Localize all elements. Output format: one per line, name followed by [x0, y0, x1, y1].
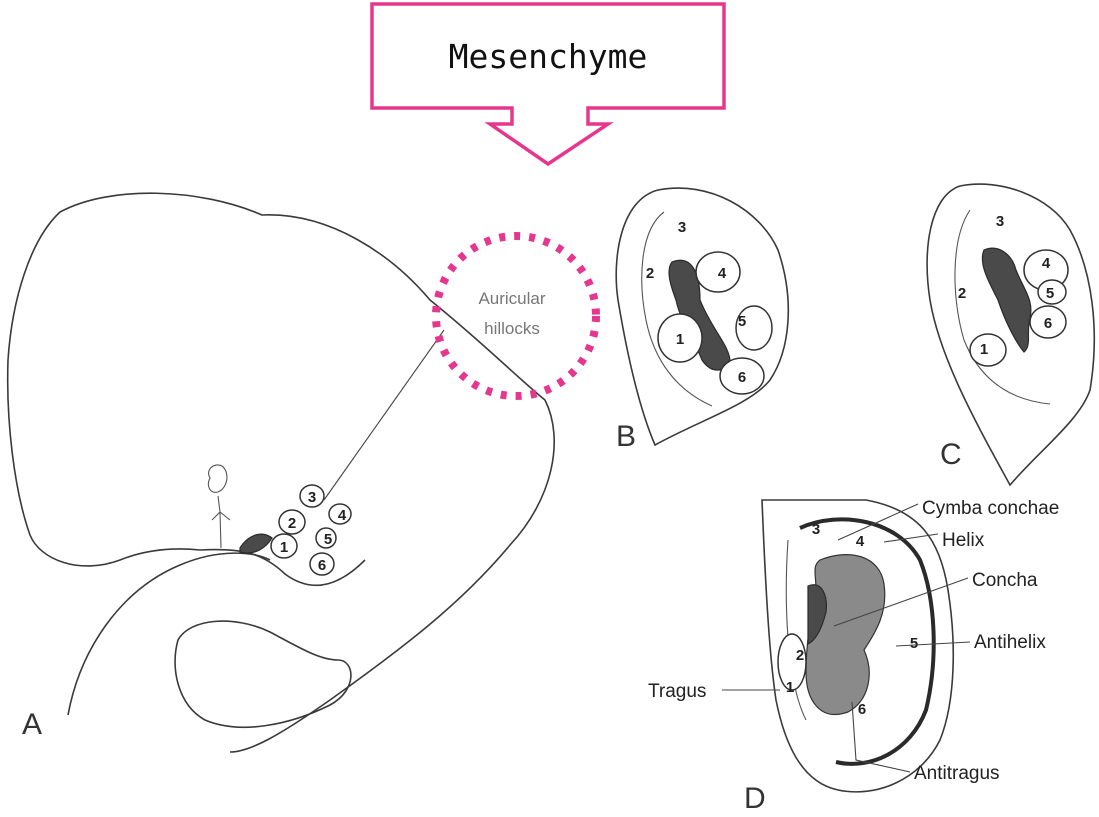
- svg-text:6: 6: [1044, 315, 1052, 332]
- svg-text:2: 2: [646, 265, 654, 282]
- svg-text:3: 3: [308, 489, 316, 506]
- svg-text:5: 5: [324, 531, 332, 548]
- svg-text:6: 6: [738, 369, 746, 386]
- embryo-eye: [208, 465, 230, 548]
- svg-text:6: 6: [318, 557, 326, 574]
- callout-arrow-box: [372, 4, 724, 164]
- svg-text:4: 4: [338, 507, 347, 524]
- svg-text:1: 1: [676, 331, 684, 348]
- panel-d-auricle: 3 4 5 2 1 6 Cymba conchae Helix Concha A…: [648, 498, 1059, 815]
- svg-text:4: 4: [856, 533, 865, 550]
- panel-a-letter: A: [22, 708, 42, 741]
- embryo-head-outline: [60, 193, 554, 752]
- panel-c-ear: 3 2 4 5 6 1 C: [927, 184, 1094, 485]
- panel-c-letter: C: [940, 438, 962, 471]
- label-antitragus: Antitragus: [914, 763, 1000, 784]
- svg-text:4: 4: [718, 265, 727, 282]
- svg-text:5: 5: [910, 635, 918, 652]
- label-tragus: Tragus: [648, 681, 706, 702]
- svg-text:1: 1: [980, 341, 988, 358]
- auricular-hillocks-highlight: Auricular hillocks: [436, 236, 596, 396]
- panel-b-ear: 3 2 4 1 5 6 B: [616, 188, 788, 453]
- panel-a-hillocks: 3 2 1 4 5 6: [271, 485, 351, 575]
- hillocks-label-line1: Auricular: [478, 289, 545, 308]
- svg-text:4: 4: [1042, 255, 1051, 272]
- embryo-back-outline: [8, 212, 200, 566]
- svg-text:6: 6: [858, 701, 866, 718]
- mesenchyme-callout: Mesenchyme: [372, 4, 724, 164]
- panel-a-embryo: 3 2 1 4 5 6 A: [8, 193, 555, 752]
- label-antihelix: Antihelix: [974, 632, 1046, 653]
- hillocks-label-line2: hillocks: [484, 319, 540, 338]
- label-helix: Helix: [942, 530, 985, 551]
- svg-text:3: 3: [812, 521, 820, 538]
- svg-text:5: 5: [738, 313, 746, 330]
- svg-text:3: 3: [678, 219, 686, 236]
- svg-text:2: 2: [958, 285, 966, 302]
- svg-text:1: 1: [786, 679, 794, 696]
- panel-b-letter: B: [616, 420, 636, 453]
- svg-text:2: 2: [796, 647, 804, 664]
- label-concha: Concha: [972, 570, 1038, 591]
- embryo-arm-bud: [175, 621, 351, 727]
- svg-text:5: 5: [1046, 285, 1054, 302]
- label-cymba-conchae: Cymba conchae: [922, 498, 1059, 519]
- hillocks-dotted-circle: [436, 236, 596, 396]
- callout-title: Mesenchyme: [449, 37, 648, 76]
- svg-text:2: 2: [288, 515, 296, 532]
- svg-text:3: 3: [996, 213, 1004, 230]
- embryo-mouth-slit: [240, 534, 272, 553]
- hillocks-leader-line: [324, 330, 444, 500]
- embryo-lower-curve: [68, 553, 270, 715]
- panel-d-letter: D: [744, 782, 766, 815]
- svg-text:1: 1: [280, 539, 288, 556]
